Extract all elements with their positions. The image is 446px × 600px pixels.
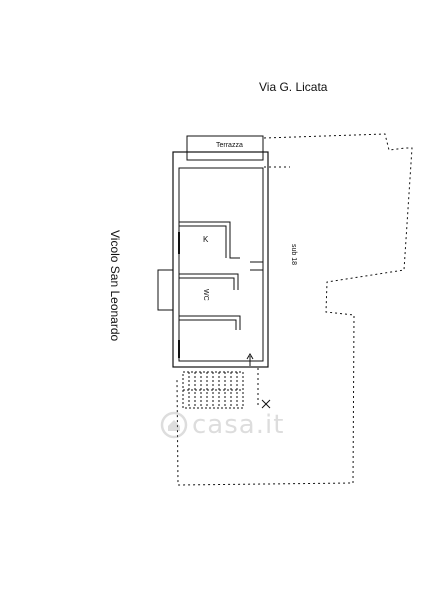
left-bay	[157, 269, 174, 311]
watermark-text: casa.it	[192, 410, 285, 440]
sub-label: sub 18	[290, 244, 297, 266]
kitchen-label: K	[203, 235, 209, 244]
watermark: casa.it	[160, 410, 284, 440]
wc-label: WC	[202, 289, 209, 301]
house-logo-icon	[160, 411, 188, 439]
street-label-top: Via G. Licata	[259, 80, 328, 94]
wc-wall-inner	[179, 277, 235, 290]
street-label-left: Vicolo San Leonardo	[108, 230, 122, 342]
wc-wall	[179, 273, 239, 290]
kitchen-wall-inner	[179, 225, 227, 258]
site-boundary-right	[176, 133, 413, 486]
outer-wall-inner	[178, 167, 264, 362]
bedroom-wall-inner	[179, 319, 237, 330]
bedroom-wall	[179, 315, 241, 330]
terrace-outline	[186, 135, 264, 161]
terrace-label: Terrazza	[216, 142, 243, 149]
entrance-arrow-head	[246, 353, 254, 360]
outer-wall-outer	[172, 151, 269, 368]
kitchen-wall	[179, 221, 240, 259]
